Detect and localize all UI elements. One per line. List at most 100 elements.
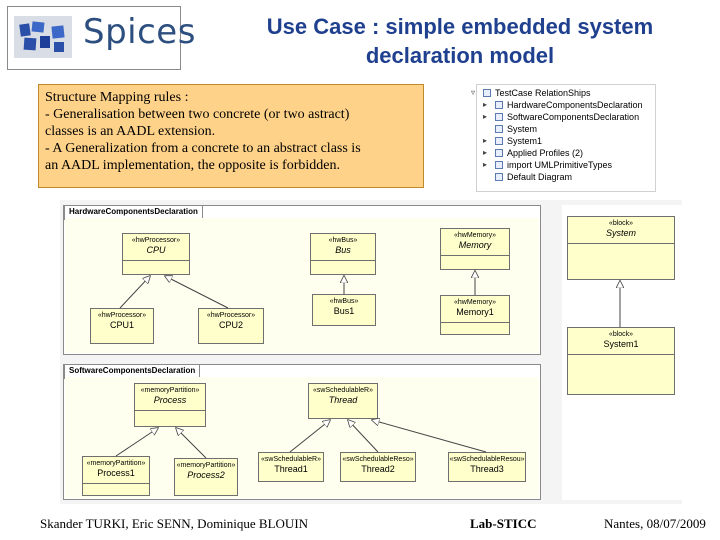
class-name: Bus bbox=[335, 245, 351, 255]
tree-item-profiles[interactable]: ▸ Applied Profiles (2) bbox=[483, 147, 584, 159]
package-icon bbox=[495, 113, 503, 121]
tree-item-label: HardwareComponentsDeclaration bbox=[507, 100, 643, 110]
class-thread3[interactable]: «swSchedulableResou» Thread3 bbox=[448, 452, 526, 482]
stereotype: «memoryPartition» bbox=[86, 460, 146, 467]
class-name: Memory bbox=[458, 240, 492, 250]
stereotype: «hwMemory» bbox=[453, 232, 496, 239]
class-thread2[interactable]: «swSchedulableReso» Thread2 bbox=[340, 452, 416, 482]
expand-icon[interactable]: ▿ bbox=[471, 88, 476, 97]
title-line-1: Use Case : simple embedded system bbox=[266, 14, 654, 39]
tree-item-label: Applied Profiles (2) bbox=[507, 148, 584, 158]
stereotype: «hwBus» bbox=[328, 237, 358, 244]
class-bus[interactable]: «hwBus» Bus bbox=[310, 233, 376, 275]
class-system1[interactable]: «block» System1 bbox=[567, 327, 675, 395]
class-name: System1 bbox=[603, 339, 639, 349]
tree-item-label: TestCase RelationShips bbox=[495, 88, 591, 98]
rules-line: Structure Mapping rules : bbox=[45, 90, 189, 105]
stereotype: «block» bbox=[608, 220, 634, 227]
class-thread[interactable]: «swSchedulableR» Thread bbox=[308, 383, 378, 419]
gen-cpu2-cpu bbox=[165, 276, 229, 309]
title-line-2: declaration model bbox=[365, 43, 555, 68]
footer-authors: Skander TURKI, Eric SENN, Dominique BLOU… bbox=[40, 516, 309, 531]
rules-line: classes is an AADL extension. bbox=[45, 124, 216, 139]
expand-icon[interactable]: ▸ bbox=[483, 100, 488, 109]
class-cpu1[interactable]: «hwProcessor» CPU1 bbox=[90, 308, 154, 344]
stereotype: «hwProcessor» bbox=[131, 237, 181, 244]
footer-place-date: Nantes, 08/07/2009 bbox=[604, 516, 706, 531]
class-bus1[interactable]: «hwBus» Bus1 bbox=[312, 294, 376, 326]
expand-icon[interactable]: ▸ bbox=[483, 160, 488, 169]
stereotype: «block» bbox=[608, 331, 634, 338]
gen-thread2-thread bbox=[348, 420, 379, 453]
tree-item-system[interactable]: System bbox=[495, 123, 538, 135]
rules-line: - A Generalization from a concrete to an… bbox=[45, 141, 361, 156]
gen-process1-process bbox=[115, 428, 158, 457]
tree-item-label: import UMLPrimitiveTypes bbox=[507, 160, 613, 170]
tree-item-root[interactable]: ▿ TestCase RelationShips bbox=[471, 87, 591, 99]
class-name: Process bbox=[153, 395, 187, 405]
tree-item-import[interactable]: ▸ import UMLPrimitiveTypes bbox=[483, 159, 613, 171]
class-icon bbox=[495, 137, 503, 145]
class-name: Thread bbox=[328, 395, 358, 405]
stereotype: «memoryPartition» bbox=[176, 462, 236, 469]
class-memory[interactable]: «hwMemory» Memory bbox=[440, 228, 510, 270]
stereotype: «hwBus» bbox=[329, 298, 359, 305]
rules-line: an AADL implementation, the opposite is … bbox=[45, 158, 340, 173]
rules-line: - Generalisation between two concrete (o… bbox=[45, 107, 350, 122]
footer-lab: Lab-STICC bbox=[470, 516, 537, 531]
import-icon bbox=[495, 161, 503, 169]
stereotype: «swSchedulableResou» bbox=[449, 456, 525, 463]
stereotype: «memoryPartition» bbox=[140, 387, 200, 394]
class-memory1[interactable]: «hwMemory» Memory1 bbox=[440, 295, 510, 335]
class-process1[interactable]: «memoryPartition» Process1 bbox=[82, 456, 150, 496]
class-name: CPU bbox=[146, 245, 166, 255]
model-icon bbox=[483, 89, 491, 97]
class-icon bbox=[495, 125, 503, 133]
logo-wordmark: Spices bbox=[83, 12, 196, 52]
class-name: Memory1 bbox=[456, 307, 494, 317]
expand-icon[interactable]: ▸ bbox=[483, 136, 488, 145]
gen-process2-process bbox=[176, 428, 207, 459]
class-name: CPU1 bbox=[109, 320, 134, 330]
diagram-icon bbox=[495, 173, 503, 181]
expand-icon[interactable]: ▸ bbox=[483, 148, 488, 157]
stereotype: «swSchedulableReso» bbox=[342, 456, 414, 463]
class-thread1[interactable]: «swSchedulableR» Thread1 bbox=[258, 452, 324, 482]
gen-cpu1-cpu bbox=[119, 276, 150, 309]
class-name: Thread3 bbox=[470, 464, 504, 474]
tree-item-label: Default Diagram bbox=[507, 172, 573, 182]
class-name: CPU2 bbox=[218, 320, 243, 330]
class-name: Thread2 bbox=[361, 464, 395, 474]
spices-logo-icon bbox=[14, 16, 72, 58]
stereotype: «hwMemory» bbox=[453, 299, 496, 306]
class-system[interactable]: «block» System bbox=[567, 216, 675, 280]
gen-thread1-thread bbox=[289, 420, 330, 453]
class-name: Thread1 bbox=[274, 464, 308, 474]
class-name: Process1 bbox=[97, 468, 135, 478]
tree-item-system1[interactable]: ▸ System1 bbox=[483, 135, 543, 147]
class-cpu2[interactable]: «hwProcessor» CPU2 bbox=[198, 308, 264, 344]
class-process2[interactable]: «memoryPartition» Process2 bbox=[174, 458, 238, 496]
slide-title: Use Case : simple embedded system declar… bbox=[230, 12, 690, 70]
structure-mapping-rules: Structure Mapping rules : - Generalisati… bbox=[38, 84, 424, 188]
tree-item-label: System1 bbox=[507, 136, 543, 146]
class-name: Bus1 bbox=[333, 306, 355, 316]
class-name: Process2 bbox=[187, 470, 225, 480]
gen-thread3-thread bbox=[372, 420, 487, 453]
tree-item-software[interactable]: ▸ SoftwareComponentsDeclaration bbox=[483, 111, 640, 123]
expand-icon[interactable]: ▸ bbox=[483, 112, 488, 121]
stereotype: «swSchedulableR» bbox=[313, 387, 373, 394]
profile-icon bbox=[495, 149, 503, 157]
stereotype: «swSchedulableR» bbox=[261, 456, 321, 463]
class-cpu[interactable]: «hwProcessor» CPU bbox=[122, 233, 190, 275]
tree-item-hardware[interactable]: ▸ HardwareComponentsDeclaration bbox=[483, 99, 643, 111]
tree-item-label: System bbox=[507, 124, 538, 134]
tree-item-label: SoftwareComponentsDeclaration bbox=[507, 112, 640, 122]
class-process[interactable]: «memoryPartition» Process bbox=[134, 383, 206, 427]
model-tree[interactable]: ▿ TestCase RelationShips ▸ HardwareCompone… bbox=[471, 84, 656, 192]
package-icon bbox=[495, 101, 503, 109]
stereotype: «hwProcessor» bbox=[97, 312, 147, 319]
tree-item-diagram[interactable]: Default Diagram bbox=[495, 171, 573, 183]
stereotype: «hwProcessor» bbox=[206, 312, 256, 319]
